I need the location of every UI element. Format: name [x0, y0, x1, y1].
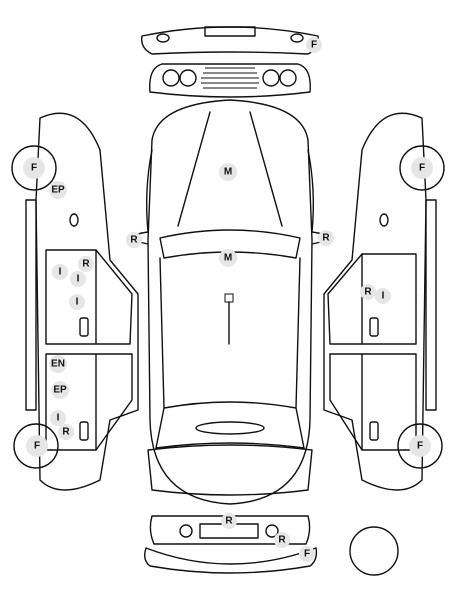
- marker-label: EP: [53, 385, 67, 396]
- marker-left-mirror-r[interactable]: R: [126, 232, 142, 248]
- marker-badge: [221, 513, 237, 529]
- marker-label: I: [57, 413, 60, 424]
- marker-badge: [69, 294, 85, 310]
- marker-cabin-m[interactable]: M: [219, 249, 237, 267]
- marker-badge: [52, 264, 68, 280]
- marker-left-door-r[interactable]: R: [78, 256, 94, 272]
- marker-right-front-wheel-f[interactable]: F: [411, 157, 433, 179]
- marker-badge: [375, 288, 391, 304]
- marker-label: R: [225, 516, 233, 527]
- marker-left-rear-i[interactable]: I: [50, 410, 66, 426]
- marker-badge: [219, 163, 237, 181]
- marker-badge: [78, 256, 94, 272]
- marker-left-rear-wheel-f[interactable]: F: [26, 435, 48, 457]
- left-side-view: [11, 112, 139, 491]
- legend-circle: [349, 526, 399, 576]
- marker-left-rear-en[interactable]: EN: [49, 355, 67, 373]
- marker-badge: [58, 424, 74, 440]
- marker-badge: [409, 435, 431, 457]
- right-side-view: [323, 112, 445, 491]
- marker-label: R: [82, 259, 90, 270]
- marker-label: R: [130, 235, 138, 246]
- marker-badge: [299, 546, 315, 562]
- marker-left-rear-r[interactable]: R: [58, 424, 74, 440]
- marker-right-door-r[interactable]: R: [360, 284, 376, 300]
- marker-badge: [360, 284, 376, 300]
- marker-badge: [51, 381, 69, 399]
- marker-badge: [50, 410, 66, 426]
- marker-label: M: [224, 167, 232, 178]
- marker-roof-m[interactable]: M: [219, 163, 237, 181]
- marker-left-door-i2[interactable]: I: [70, 271, 86, 287]
- marker-rear-r1[interactable]: R: [221, 513, 237, 529]
- front-bumper: [141, 26, 319, 55]
- marker-badge: [411, 157, 433, 179]
- marker-label: EP: [51, 185, 65, 196]
- marker-label: R: [62, 427, 70, 438]
- marker-rear-bumper-f[interactable]: F: [299, 546, 315, 562]
- marker-badge: [126, 232, 142, 248]
- marker-label: F: [417, 441, 423, 452]
- marker-left-front-wheel-f[interactable]: F: [23, 157, 45, 179]
- marker-front-bumper-f[interactable]: F: [306, 37, 322, 53]
- rear-bumper: [143, 547, 318, 574]
- marker-label: I: [76, 297, 79, 308]
- marker-badge: [49, 181, 67, 199]
- marker-label: I: [382, 291, 385, 302]
- marker-label: F: [311, 40, 317, 51]
- marker-left-door-i1[interactable]: I: [52, 264, 68, 280]
- marker-rear-r2[interactable]: R: [274, 532, 290, 548]
- marker-badge: [70, 271, 86, 287]
- marker-label: F: [31, 163, 37, 174]
- marker-left-front-ep[interactable]: EP: [49, 181, 67, 199]
- marker-label: F: [419, 163, 425, 174]
- marker-badge: [49, 355, 67, 373]
- marker-label: EN: [51, 359, 65, 370]
- marker-badge: [219, 249, 237, 267]
- marker-label: R: [278, 535, 286, 546]
- marker-label: R: [364, 287, 372, 298]
- marker-badge: [318, 230, 334, 246]
- car-top-view: [129, 99, 331, 505]
- marker-badge: [26, 435, 48, 457]
- marker-label: F: [34, 441, 40, 452]
- marker-left-door-i3[interactable]: I: [69, 294, 85, 310]
- marker-right-mirror-r[interactable]: R: [318, 230, 334, 246]
- marker-right-door-i[interactable]: I: [375, 288, 391, 304]
- marker-label: I: [77, 274, 80, 285]
- front-grille: [149, 63, 311, 98]
- marker-badge: [306, 37, 322, 53]
- marker-label: M: [224, 253, 232, 264]
- marker-label: R: [322, 233, 330, 244]
- marker-badge: [274, 532, 290, 548]
- marker-label: I: [59, 267, 62, 278]
- marker-right-rear-wheel-f[interactable]: F: [409, 435, 431, 457]
- marker-left-rear-ep[interactable]: EP: [51, 381, 69, 399]
- marker-badge: [23, 157, 45, 179]
- marker-label: F: [304, 549, 310, 560]
